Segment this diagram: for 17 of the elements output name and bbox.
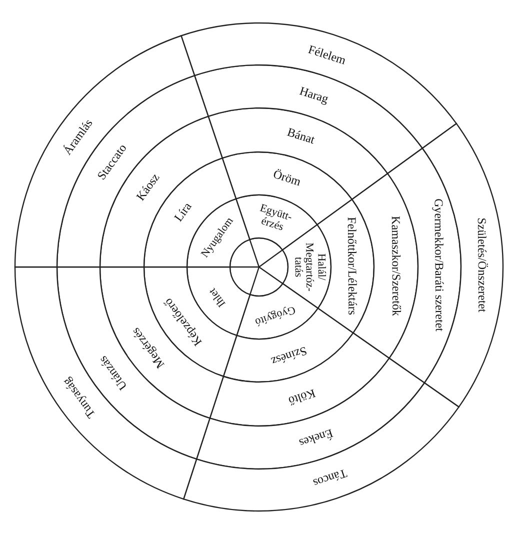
segment-label: Líra <box>172 200 194 224</box>
ring-segment <box>421 122 504 408</box>
segment-label: Kamaszkor/Szeretők <box>389 216 403 316</box>
segment-label: Öröm <box>272 168 303 188</box>
segment-label: Költő <box>288 386 318 408</box>
segment-label: Együtt- érzés <box>258 200 295 235</box>
segment-label: Felnőttkor/Lélektárs <box>346 217 360 316</box>
segment-label: Gyermekkor/Baráti szeretet <box>432 198 446 332</box>
segment-label: Táncos <box>311 467 348 490</box>
segment-label: Halál/ Megtartóz- tatás <box>292 241 328 294</box>
segment-label: Színész <box>269 344 308 368</box>
segment-label: Énekes <box>298 426 335 450</box>
segment-label: Harag <box>298 84 330 106</box>
segment-label: Félelem <box>306 42 348 66</box>
ring-segment <box>386 147 462 384</box>
segment-label: Bánat <box>285 126 316 147</box>
segment-label: Születés/Önszeretet <box>475 218 489 312</box>
